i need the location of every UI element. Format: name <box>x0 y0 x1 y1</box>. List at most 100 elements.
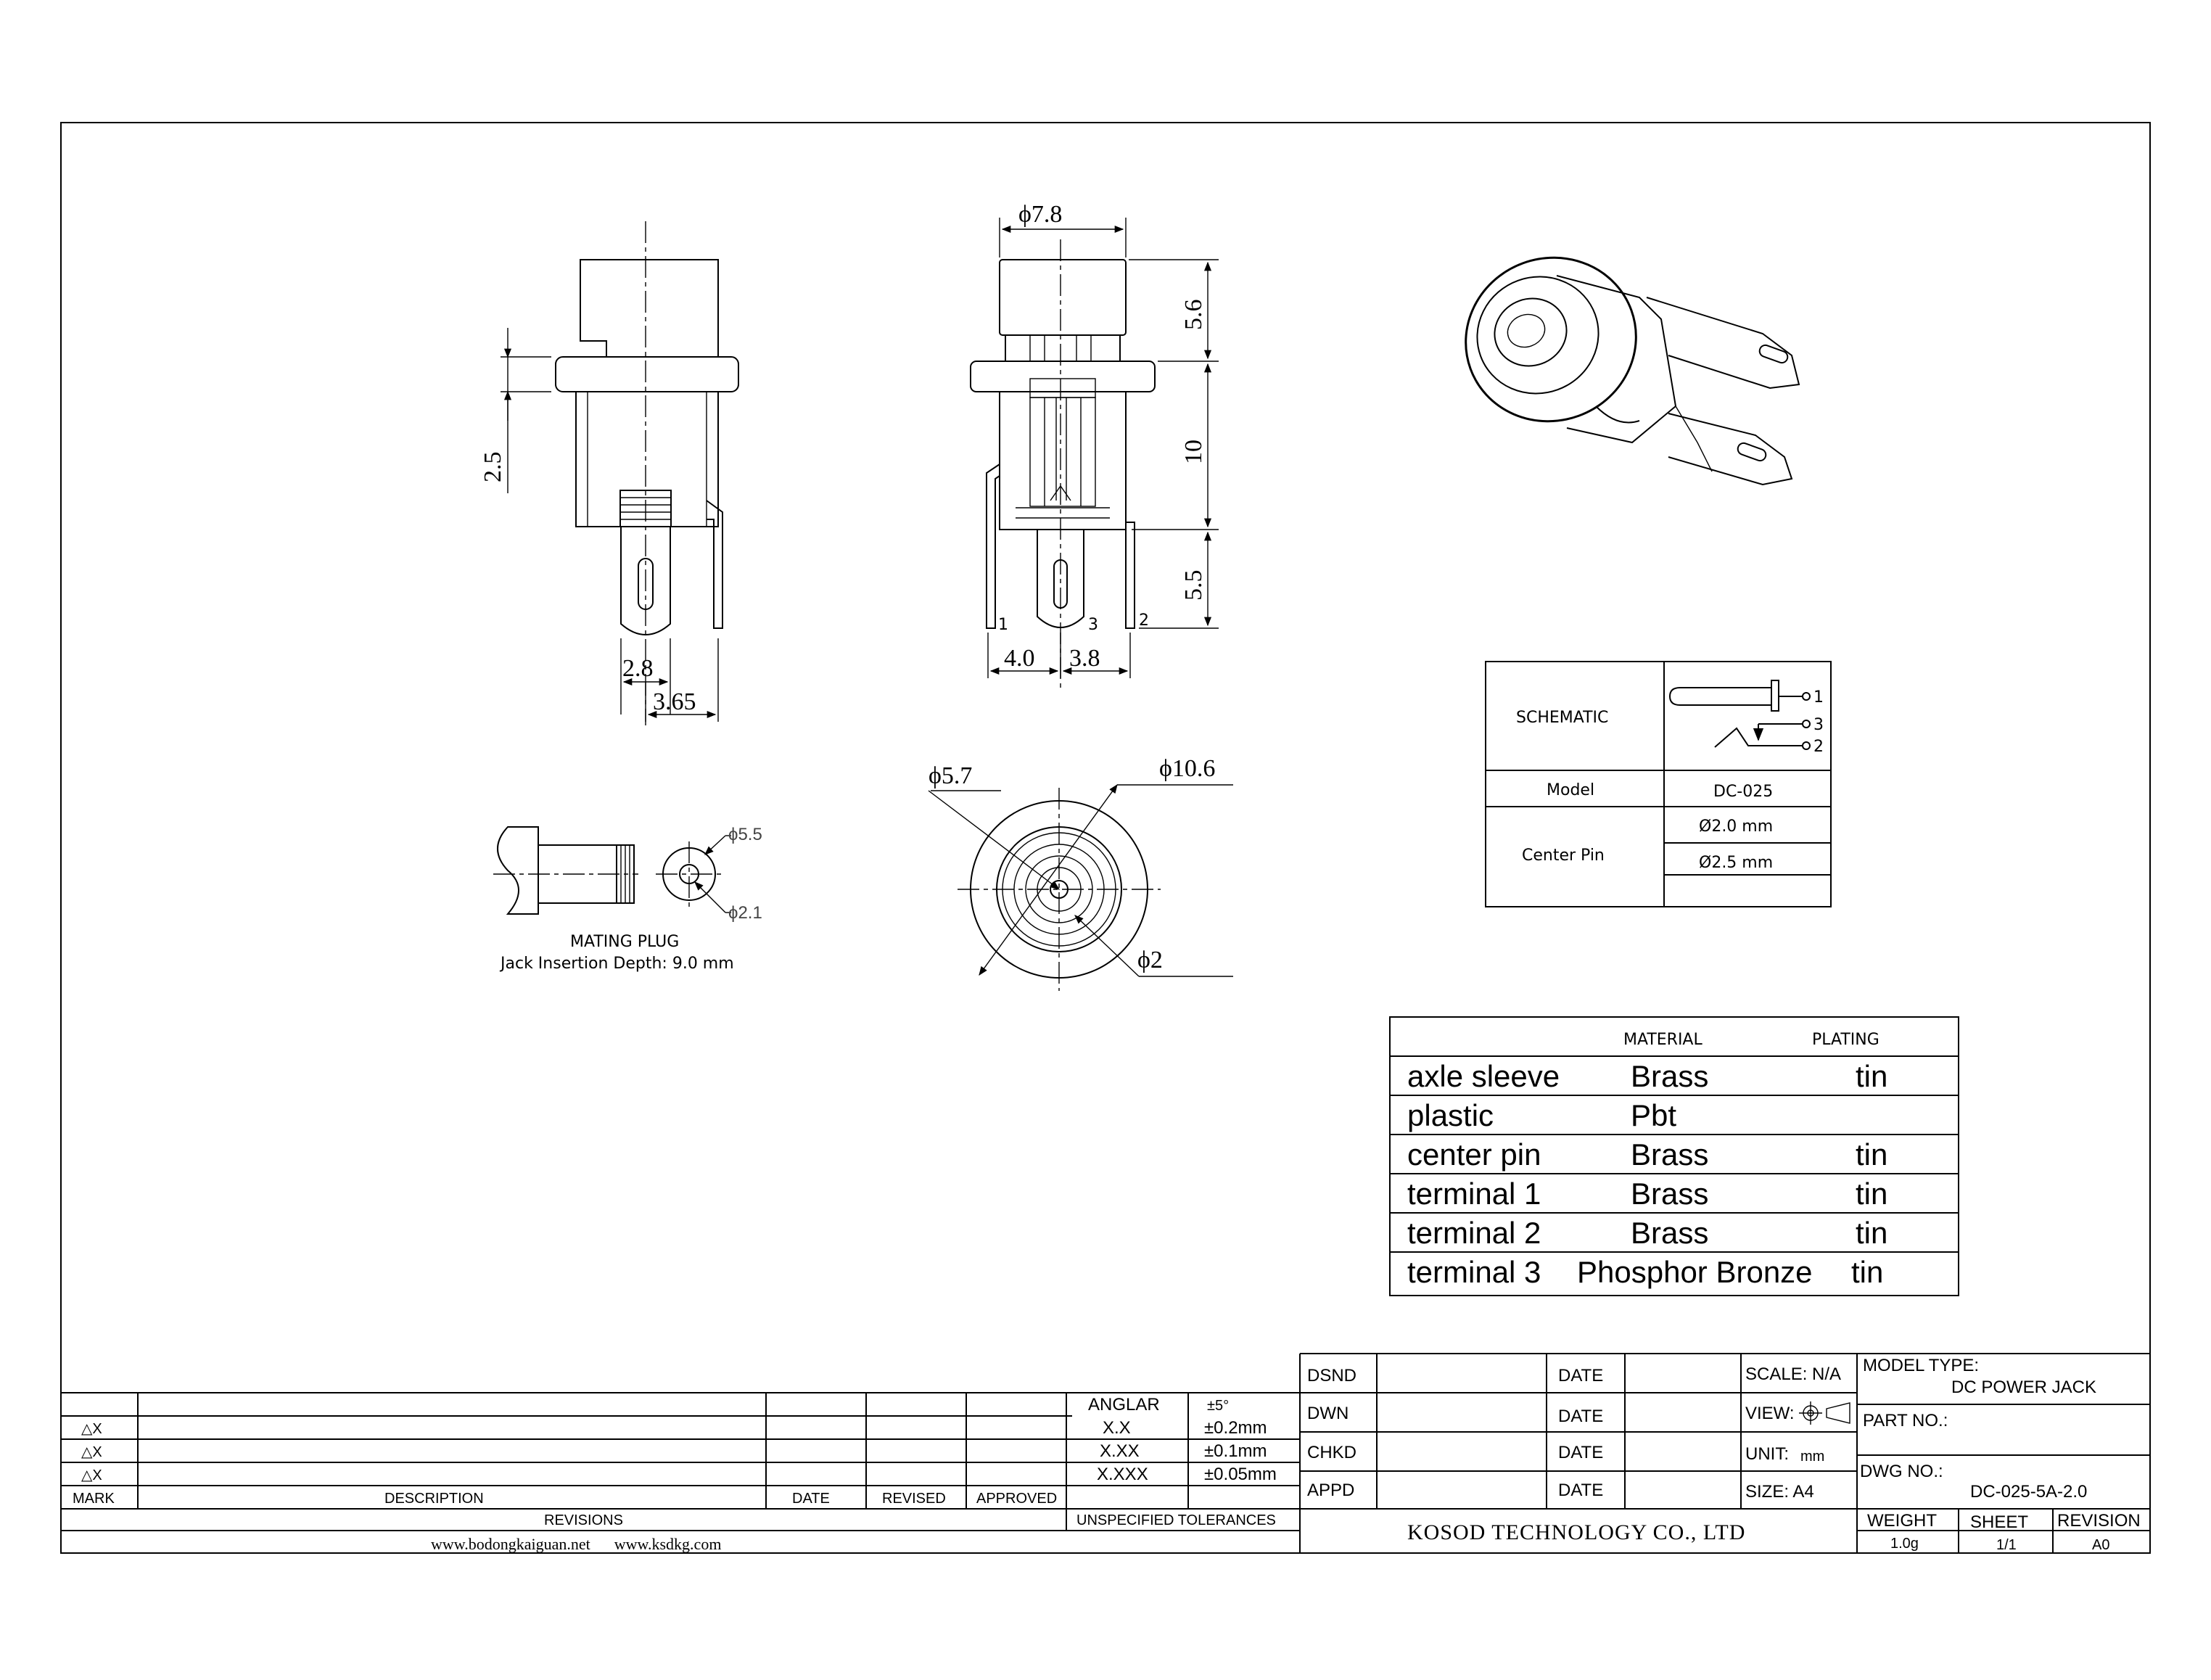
side-dim-flange: 2.5 <box>479 452 506 483</box>
revision-label: REVISION <box>2057 1511 2141 1531</box>
sheet-label: SHEET <box>1970 1512 2028 1532</box>
material-table: MATERIAL PLATING axle sleeve Brass tin p… <box>1389 1016 1959 1296</box>
sheet-border <box>60 122 2151 1554</box>
side-dim-pin-width: 2.8 <box>622 655 654 682</box>
model-type-label: MODEL TYPE: <box>1863 1356 1979 1375</box>
tolerance-value: ±0.05mm <box>1204 1465 1277 1484</box>
revision-mark: △X <box>81 1421 102 1437</box>
front-body <box>999 391 1127 530</box>
side-view: 2.5 2.8 3.65 <box>479 221 739 725</box>
approved-header: APPROVED <box>976 1491 1057 1507</box>
tolerance-label: X.XXX <box>1097 1465 1148 1484</box>
center-pin-label: Center Pin <box>1522 847 1605 865</box>
front-dim-body: 10 <box>1180 440 1207 464</box>
front-dim-pins: 5.5 <box>1180 570 1207 601</box>
date-label: DATE <box>1558 1481 1603 1500</box>
pin-label-3: 3 <box>1088 616 1098 634</box>
iso-body-outline <box>1556 275 1677 444</box>
iso-cap-rim <box>1465 256 1637 423</box>
plug-title: MATING PLUG <box>570 933 679 951</box>
tolerance-label: ANGLAR <box>1088 1395 1160 1415</box>
unit-label: UNIT: <box>1745 1444 1789 1464</box>
iso-terminal-upper <box>1646 297 1800 390</box>
revised-header: REVISED <box>882 1491 946 1507</box>
date-label: DATE <box>1558 1443 1603 1462</box>
side-cap <box>580 259 719 358</box>
role-dsnd: DSND <box>1307 1366 1356 1385</box>
date-label: DATE <box>1558 1366 1603 1385</box>
model-type-value: DC POWER JACK <box>1951 1378 2096 1397</box>
weight-label: WEIGHT <box>1867 1511 1937 1531</box>
schematic-label: SCHEMATIC <box>1516 709 1608 727</box>
revision-mark: △X <box>81 1444 102 1460</box>
pin-label-2: 2 <box>1139 612 1149 630</box>
title-block: DSND DWN CHKD APPD DATE DATE DATE DATE S… <box>1299 1353 2150 1553</box>
revisions-label: REVISIONS <box>544 1512 623 1528</box>
revision-block: △X △X △X MARK DESCRIPTION DATE REVISED A… <box>61 1392 1300 1553</box>
mating-plug-view: ϕ5.5 ϕ2.1 MATING PLUG Jack Insertion Dep… <box>493 825 762 973</box>
material-row-material: Brass <box>1631 1137 1708 1172</box>
size: SIZE: A4 <box>1745 1482 1814 1502</box>
tolerance-caption: UNSPECIFIED TOLERANCES <box>1076 1512 1276 1528</box>
side-pin <box>620 527 671 635</box>
front-dim-right-spacing: 3.8 <box>1069 645 1100 672</box>
side-knurl <box>619 490 672 527</box>
model-label: Model <box>1547 781 1594 799</box>
scale: SCALE: N/A <box>1745 1364 1841 1384</box>
material-row-plating: tin <box>1856 1059 1887 1093</box>
bottom-dim-outer: ϕ10.6 <box>1159 755 1215 782</box>
model-value: DC-025 <box>1713 783 1773 801</box>
center-pin-value-1: Ø2.0 mm <box>1699 818 1773 836</box>
material-row-material: Pbt <box>1631 1098 1676 1132</box>
front-terminal-2 <box>1125 522 1135 629</box>
bottom-dim-inner: ϕ5.7 <box>929 762 972 789</box>
date-header: DATE <box>792 1491 830 1507</box>
material-row-part: center pin <box>1407 1137 1541 1172</box>
role-dwn: DWN <box>1307 1404 1349 1423</box>
jack-schematic-symbol <box>1668 680 1811 750</box>
material-row-plating: tin <box>1856 1216 1887 1250</box>
unit-value: mm <box>1800 1449 1824 1465</box>
plug-dim-outer: ϕ5.5 <box>728 825 762 844</box>
material-row-material: Brass <box>1631 1059 1708 1093</box>
plug-note: Jack Insertion Depth: 9.0 mm <box>499 955 734 973</box>
schematic-pin-1: 1 <box>1813 688 1824 707</box>
bottom-dim-pin: ϕ2 <box>1137 947 1163 973</box>
front-terminal-3 <box>1037 530 1084 628</box>
material-row-part: terminal 1 <box>1407 1177 1541 1211</box>
weight-value: 1.0g <box>1890 1536 1919 1552</box>
material-row-material: Phosphor Bronze <box>1577 1255 1813 1289</box>
material-header: MATERIAL <box>1623 1031 1702 1049</box>
material-row-part: terminal 2 <box>1407 1216 1541 1250</box>
dwg-no-value: DC-025-5A-2.0 <box>1970 1482 2087 1502</box>
front-dim-left-spacing: 4.0 <box>1004 645 1035 672</box>
iso-terminal-lower <box>1668 413 1793 486</box>
front-view: 1 3 2 ϕ7.8 5.6 10 5.5 4.0 3.8 <box>970 201 1219 689</box>
pin-label-1: 1 <box>998 616 1008 634</box>
tolerance-value: ±5° <box>1207 1398 1229 1414</box>
material-row-plating: tin <box>1851 1255 1883 1289</box>
websites: www.bodongkaiguan.net www.ksdkg.com <box>431 1535 721 1553</box>
side-pin-slot <box>638 558 654 610</box>
bottom-view: ϕ5.7 ϕ10.6 ϕ2 <box>928 755 1233 991</box>
dwg-no-label: DWG NO.: <box>1860 1462 1943 1481</box>
revision-value: A0 <box>2092 1537 2109 1553</box>
sheet-value: 1/1 <box>1996 1537 2017 1553</box>
tolerance-value: ±0.2mm <box>1204 1418 1267 1438</box>
front-dim-diameter: ϕ7.8 <box>1018 201 1062 228</box>
tolerance-label: X.X <box>1103 1418 1131 1438</box>
description-header: DESCRIPTION <box>384 1491 484 1507</box>
isometric-view <box>1465 256 1800 486</box>
material-row-plating: tin <box>1856 1177 1887 1211</box>
schematic-table: SCHEMATIC 1 3 2 Model DC-025 Center Pin … <box>1485 661 1832 907</box>
plug-head <box>497 826 539 915</box>
material-row-material: Brass <box>1631 1216 1708 1250</box>
date-label: DATE <box>1558 1407 1603 1426</box>
material-row-part: axle sleeve <box>1407 1059 1560 1093</box>
material-row-part: terminal 3 <box>1407 1255 1541 1289</box>
center-pin-value-2: Ø2.5 mm <box>1699 854 1773 872</box>
material-row-part: plastic <box>1407 1098 1494 1132</box>
role-chkd: CHKD <box>1307 1443 1356 1462</box>
tolerance-label: X.XX <box>1100 1441 1140 1461</box>
